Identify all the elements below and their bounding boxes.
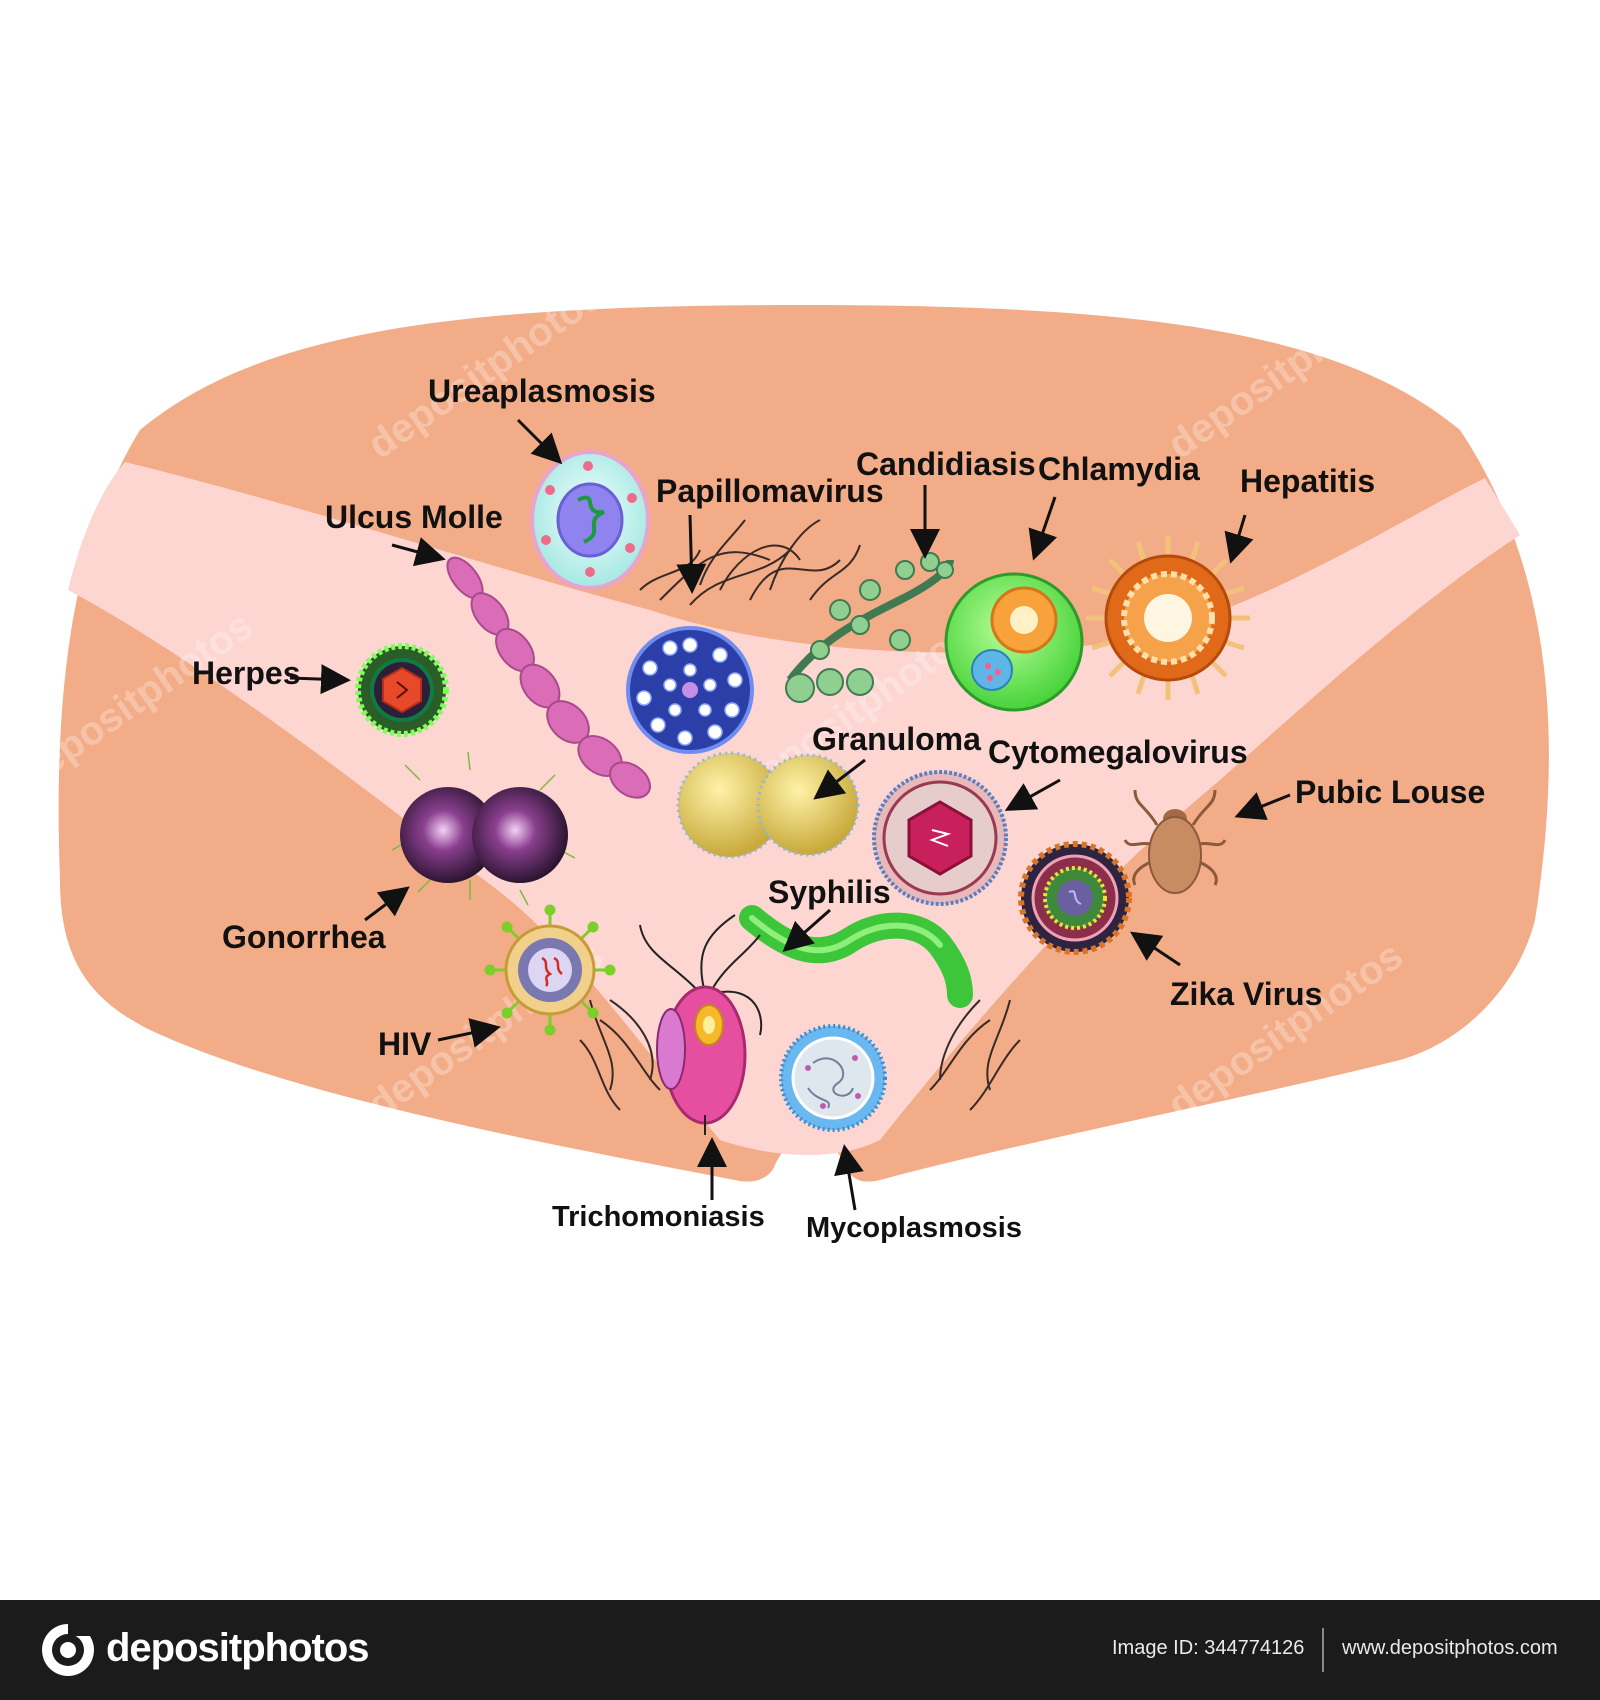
label-cytomegalovirus: Cytomegalovirus [988, 734, 1248, 770]
arrow-gonorrhea [364, 886, 410, 922]
gonorrhea-diplococcus [391, 751, 576, 906]
arrow-ureaplasmosis [516, 418, 563, 465]
arrow-syphilis [782, 908, 831, 952]
label-ureaplasmosis: Ureaplasmosis [428, 373, 656, 409]
arrow-granuloma [813, 758, 866, 800]
label-papillomavirus: Papillomavirus [656, 473, 884, 509]
label-granuloma: Granuloma [812, 721, 981, 757]
arrow-zika [1130, 931, 1181, 967]
arrow-ulcus-molle [391, 537, 446, 567]
label-chlamydia: Chlamydia [1038, 451, 1200, 487]
label-herpes: Herpes [192, 655, 301, 691]
arrow-hiv [437, 1018, 501, 1048]
label-mycoplasmosis: Mycoplasmosis [806, 1212, 1022, 1244]
mycoplasma-cell [779, 1024, 887, 1132]
chlamydia-cell [944, 572, 1084, 712]
image-id-text: Image ID: 344774126 [1112, 1637, 1305, 1659]
herpes-virus [355, 643, 449, 737]
label-hiv: HIV [378, 1026, 432, 1062]
labels: Ureaplasmosis Ulcus Molle Papillomavirus… [192, 373, 1485, 1244]
hiv-virus [484, 904, 616, 1036]
footer-divider [1322, 1628, 1324, 1672]
stock-footer-bar: depositphotos Image ID: 344774126 www.de… [0, 1600, 1600, 1700]
arrow-chlamydia [1028, 496, 1058, 561]
ulcus-molle-chain [446, 556, 651, 799]
label-gonorrhea: Gonorrhea [222, 919, 386, 955]
arrow-pubic-louse [1234, 792, 1291, 821]
label-ulcus-molle: Ulcus Molle [325, 499, 503, 535]
zika-virus [1018, 841, 1132, 955]
label-syphilis: Syphilis [768, 874, 891, 910]
site-url-link[interactable]: www.depositphotos.com [1342, 1637, 1558, 1659]
brand-name: depositphotos [106, 1626, 370, 1670]
label-trichomoniasis: Trichomoniasis [552, 1201, 765, 1233]
trichomonas-cell [639, 914, 763, 1135]
label-zika-virus: Zika Virus [1170, 976, 1322, 1012]
label-hepatitis: Hepatitis [1240, 463, 1375, 499]
pubic-louse [1123, 789, 1227, 894]
arrow-cytomegalovirus [1004, 778, 1061, 811]
arrow-mycoplasmosis [834, 1144, 864, 1211]
depositphotos-logo-icon [42, 1622, 94, 1676]
candida-fungus [785, 552, 954, 703]
ureaplasma-cell [530, 450, 650, 590]
arrow-herpes [289, 664, 351, 695]
pointer-arrows [289, 418, 1291, 1211]
arrow-hepatitis [1224, 514, 1254, 564]
label-pubic-louse: Pubic Louse [1295, 774, 1485, 810]
diagram-canvas: depositphotos depositphotos depositphoto… [58, 305, 1549, 1244]
arrow-papillomavirus [676, 514, 707, 594]
cytomegalovirus [872, 770, 1008, 906]
hepatitis-virus [1086, 536, 1250, 700]
papillomavirus [626, 626, 754, 754]
label-candidiasis: Candidiasis [856, 446, 1036, 482]
